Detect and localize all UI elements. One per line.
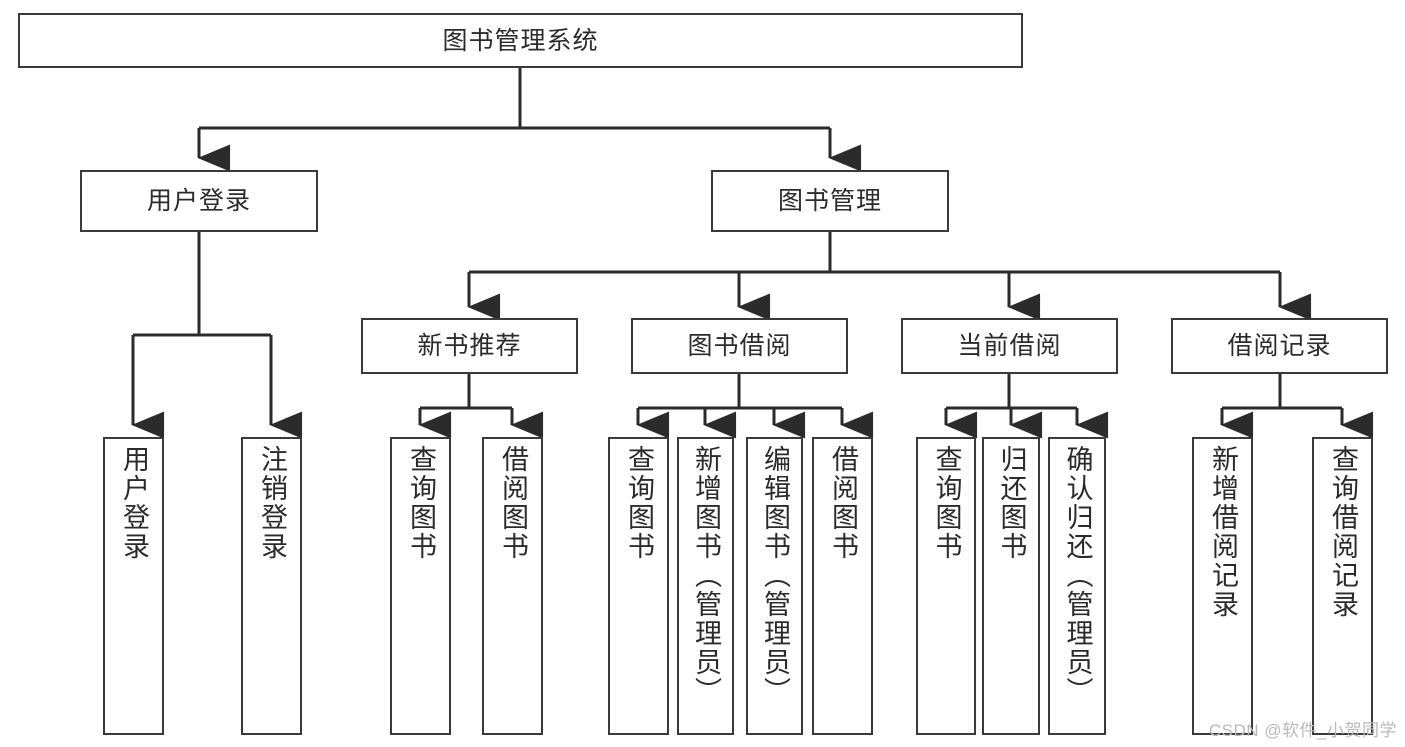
node-leaf-query-book-2[interactable]: 查询图书 [608, 437, 669, 735]
node-label: 查询图书 [624, 445, 654, 561]
node-label: 图书管理系统 [442, 26, 599, 55]
node-leaf-add-book[interactable]: 新增图书（管理员） [677, 437, 734, 735]
node-label: 图书借阅 [687, 332, 792, 360]
node-leaf-edit-book[interactable]: 编辑图书（管理员） [746, 437, 803, 735]
node-label: 查询图书 [931, 445, 962, 561]
node-leaf-query-record[interactable]: 查询借阅记录 [1312, 437, 1373, 735]
node-leaf-borrow-book-1[interactable]: 借阅图书 [482, 437, 543, 735]
node-label: 借阅记录 [1227, 332, 1332, 360]
node-label: 新增借阅记录 [1208, 445, 1238, 619]
node-root-system[interactable]: 图书管理系统 [18, 13, 1023, 68]
node-new-book-rec[interactable]: 新书推荐 [361, 318, 578, 374]
node-label: 查询借阅记录 [1328, 445, 1358, 619]
node-borrow-record[interactable]: 借阅记录 [1171, 318, 1388, 374]
node-label: 借阅图书 [498, 445, 528, 561]
node-label: 归还图书 [996, 445, 1027, 561]
node-label: 新增图书（管理员） [691, 445, 721, 706]
node-book-manage[interactable]: 图书管理 [711, 170, 949, 232]
node-label: 编辑图书（管理员） [760, 445, 790, 706]
node-label: 查询图书 [406, 445, 436, 561]
node-leaf-borrow-book-2[interactable]: 借阅图书 [812, 437, 873, 735]
node-label: 借阅图书 [828, 445, 858, 561]
node-current-borrow[interactable]: 当前借阅 [901, 318, 1118, 374]
node-user-login[interactable]: 用户登录 [80, 170, 318, 232]
node-leaf-return-book[interactable]: 归还图书 [982, 437, 1040, 735]
node-label: 用户登录 [146, 187, 251, 215]
node-label: 注销登录 [257, 445, 287, 561]
node-leaf-confirm-return[interactable]: 确认归还（管理员） [1048, 437, 1106, 735]
node-book-borrow[interactable]: 图书借阅 [631, 318, 848, 374]
watermark: CSDN @软件_小贺同学 [1208, 721, 1397, 740]
node-leaf-query-book-1[interactable]: 查询图书 [390, 437, 451, 735]
node-leaf-user-login[interactable]: 用户登录 [103, 437, 164, 735]
node-label: 确认归还（管理员） [1062, 445, 1093, 706]
node-leaf-logout[interactable]: 注销登录 [241, 437, 302, 735]
node-leaf-query-book-3[interactable]: 查询图书 [916, 437, 976, 735]
node-label: 当前借阅 [957, 332, 1062, 360]
node-label: 图书管理 [777, 187, 882, 215]
node-label: 用户登录 [119, 445, 149, 561]
node-label: 新书推荐 [417, 332, 522, 360]
node-leaf-add-record[interactable]: 新增借阅记录 [1192, 437, 1253, 735]
